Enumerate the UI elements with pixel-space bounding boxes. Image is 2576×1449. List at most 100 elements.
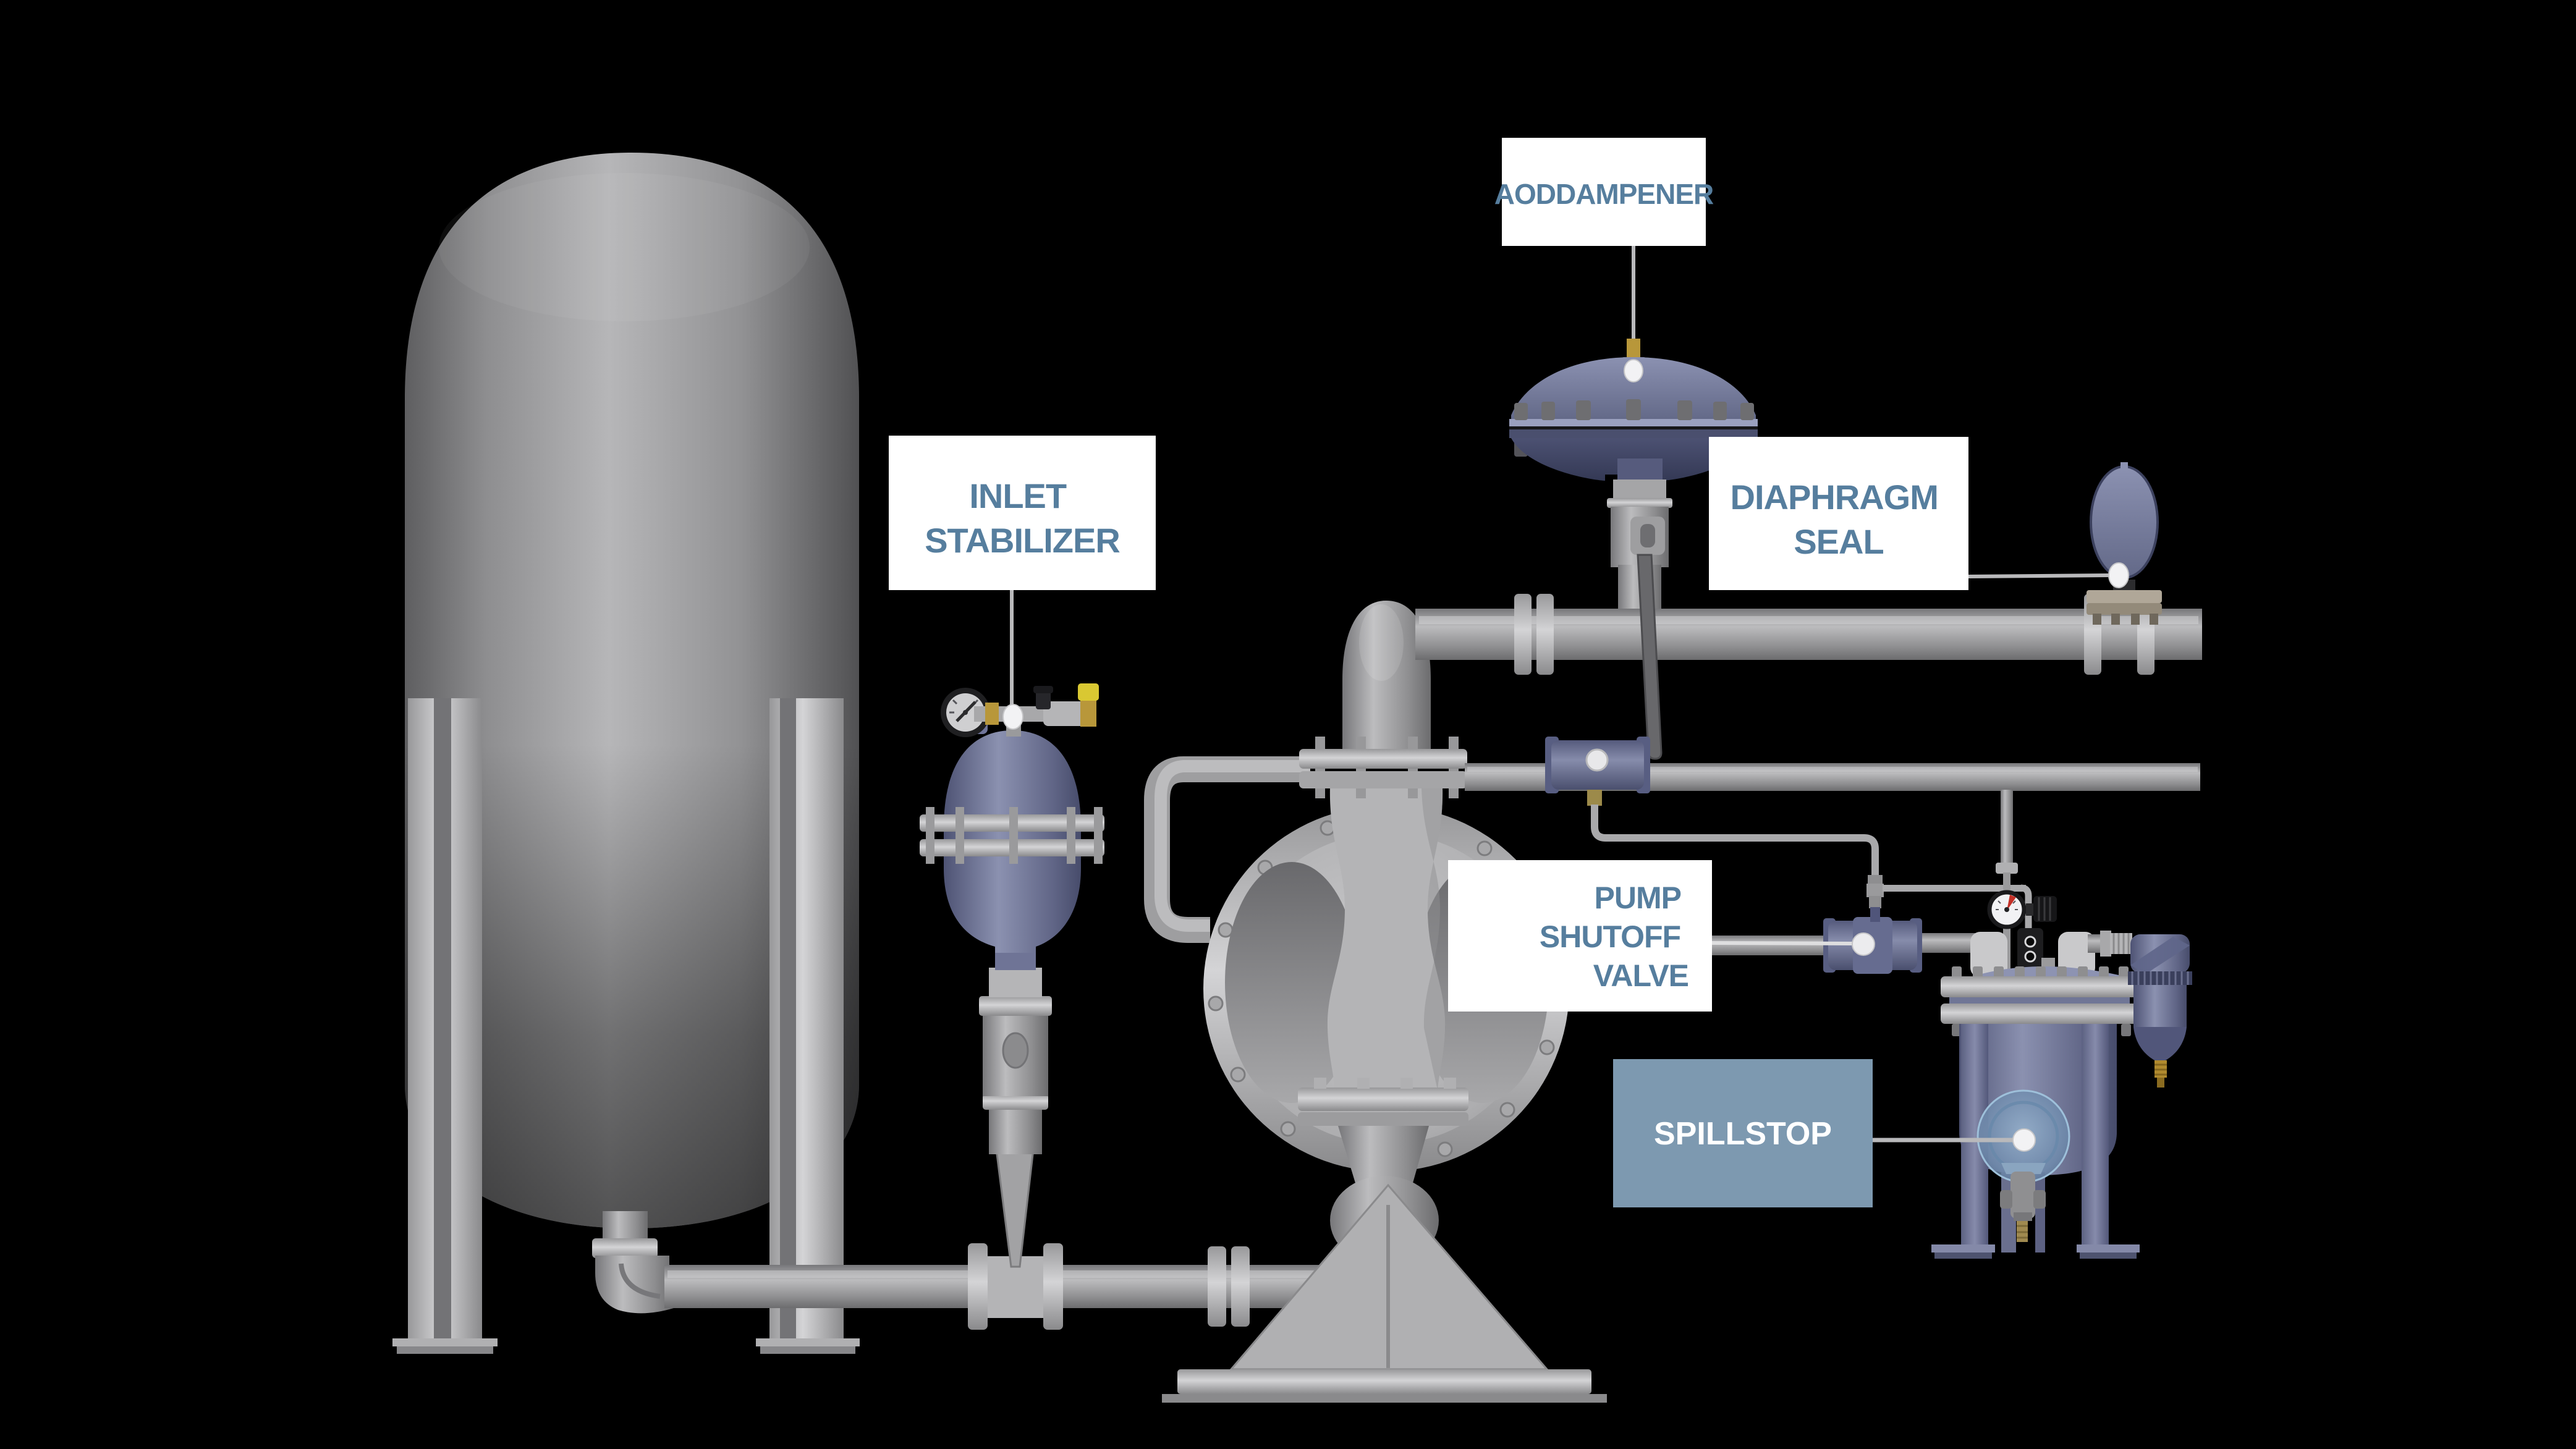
leader-lines <box>1002 359 2129 1152</box>
pump-discharge-flange-joint <box>1298 1078 1468 1126</box>
pilot-valve-bottom-fitting <box>1587 790 1602 806</box>
spillstop-drain-valve <box>2000 1172 2046 1242</box>
spillstop-lid-bolts-top <box>1952 966 2129 979</box>
dampener-brass-fitting <box>1627 339 1640 358</box>
pump-column-shade <box>1421 787 1446 1090</box>
outlet-elbow <box>595 1256 674 1314</box>
stabilizer-valve-port <box>1002 1032 1029 1069</box>
outlet-elbow-inner <box>619 1263 661 1299</box>
spillstop-label-text: SPILLSTOP <box>1654 1116 1832 1152</box>
pump-air-bullet <box>1342 601 1431 749</box>
regulator-solenoid <box>2017 928 2043 969</box>
pump-muffler-loop-highlight <box>1155 760 1310 932</box>
stabilizer-valve-collar <box>983 1094 1048 1110</box>
seal-housing-upper <box>2087 590 2162 603</box>
spillstop-leader-dot <box>2012 1128 2036 1152</box>
seal-housing-bolts <box>2093 614 2158 625</box>
spillstop-leg-right <box>2082 1024 2109 1247</box>
spillstop-foot-right-lip <box>2080 1253 2137 1259</box>
stabilizer-upper-flange <box>979 996 1052 1016</box>
label-pump-shutoff-valve: PUMP SHUTOFF VALVE <box>1448 860 1712 1012</box>
pump-shutoff-leader-line <box>1711 941 1855 945</box>
sense-branch-line <box>1883 885 2026 892</box>
stabilizer-clamp <box>920 807 1104 864</box>
sense-tee <box>1866 884 1884 897</box>
spillstop-assembly <box>1916 790 2192 1259</box>
filter-ribbed-ring <box>2128 971 2192 985</box>
pilot-line-elbow-down <box>2020 884 2032 930</box>
spillstop-housing-clamp <box>2001 1163 2046 1174</box>
spillstop-lid-flange-1 <box>1941 976 2138 997</box>
pilot-sense-line <box>1591 805 1879 880</box>
dampener-flange-top <box>1509 419 1758 428</box>
pump-shutoff-leader-dot <box>1852 932 1875 956</box>
pilot-valve-knob <box>1585 748 1609 772</box>
air-branch-stub <box>2003 872 2010 895</box>
suction-flange-2 <box>1231 1246 1250 1327</box>
filter-body <box>2133 985 2187 1027</box>
dampener-bolts-top <box>1514 399 1754 420</box>
dampener-gasket <box>1509 426 1758 431</box>
label-inlet-stabilizer: INLET STABILIZER <box>889 436 1156 590</box>
dampener-neck <box>1617 458 1663 481</box>
lid-elbow-left <box>1970 932 2007 978</box>
spillstop-foot-left <box>1931 1244 1995 1253</box>
filter-hex-nut <box>2100 931 2111 957</box>
pump-diaphragm-pocket-left <box>1225 862 1358 1103</box>
seal-housing-lower <box>2087 603 2162 615</box>
discharge-flange-2 <box>1536 594 1554 675</box>
spillstop-foot-left-lip <box>1934 1253 1992 1259</box>
dampener-adapter-collar <box>1607 498 1672 508</box>
lid-elbow-right <box>2058 932 2095 978</box>
diaphragm-seal-assembly <box>2087 462 2162 625</box>
stabilizer-tee-collar-right <box>1043 1243 1063 1330</box>
inlet-stabilizer-label-box <box>889 436 1156 590</box>
air-supply-pipe-highlight <box>1467 767 2198 772</box>
label-aoddampener: AODDAMPENER <box>1494 138 1714 246</box>
spillstop-lid-gap <box>1949 997 2130 1003</box>
spillstop-label-box <box>1613 1059 1873 1207</box>
pump-top-clamp <box>1299 737 1467 798</box>
dampener-flange-bottom <box>1509 429 1758 438</box>
suction-flange-1 <box>1208 1246 1226 1327</box>
discharge-piping <box>1415 594 2202 675</box>
diaphragm-seal-leader-line <box>1968 573 2111 578</box>
stabilizer-air-manifold <box>974 683 1099 737</box>
spillstop-foot-right <box>2077 1244 2140 1253</box>
spillstop-center-pillar-right <box>2035 1172 2045 1253</box>
sense-union-1 <box>1868 875 1883 886</box>
label-spillstop: SPILLSTOP <box>1613 1059 1873 1207</box>
pump-base-lip <box>1162 1394 1607 1403</box>
inlet-stabilizer-leader-dot <box>1002 704 1023 730</box>
aoddampener-label-text: AODDAMPENER <box>1494 178 1714 210</box>
aoddampener-label-box <box>1502 138 1706 246</box>
lid-hex-plug <box>2041 958 2055 969</box>
aoddampener-leader-dot <box>1624 359 1643 382</box>
outlet-coupling <box>592 1238 658 1258</box>
pump-shutoff-valve-label-text: PUMP SHUTOFF VALVE <box>1540 881 1688 993</box>
pump-shutoff-valve-label-box <box>1448 860 1712 1012</box>
discharge-flange-1 <box>1514 594 1532 675</box>
bulk-storage-tank <box>392 153 860 1354</box>
pump-center-column <box>1327 787 1446 1090</box>
air-filter <box>2128 934 2192 1088</box>
inlet-stabilizer-label-text: INLET STABILIZER <box>925 476 1120 560</box>
suction-piping <box>592 1211 1338 1330</box>
shutoff-outlet-pipe <box>1916 933 1978 953</box>
diaphragm-seal-leader-dot <box>2108 562 2129 588</box>
air-branch-coupling <box>1996 863 2018 874</box>
dampener-upper-dome <box>1511 357 1756 420</box>
air-pilot-valve <box>1545 737 2026 908</box>
tank-leg-left <box>392 698 498 1354</box>
stabilizer-reducer <box>989 968 1042 997</box>
spillstop-regulator-gauge <box>1987 890 2027 929</box>
label-diaphragm-seal: DIAPHRAGM SEAL <box>1709 437 1968 590</box>
stabilizer-tee-collar-left <box>968 1243 988 1330</box>
pump-bullet-highlight <box>1359 604 1404 681</box>
air-branch-pipe <box>2001 790 2013 866</box>
dampener-adapter <box>1613 479 1666 499</box>
inlet-stabilizer <box>920 683 1104 1268</box>
dampener-valve-boss-slot <box>1640 524 1655 547</box>
pump-bell-reducer <box>1338 1126 1429 1185</box>
